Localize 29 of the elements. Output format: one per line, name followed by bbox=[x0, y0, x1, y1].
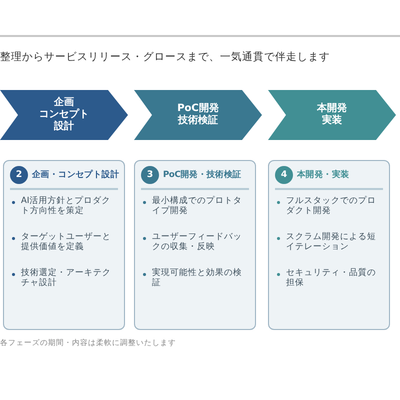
phase-card bbox=[3, 160, 125, 330]
phase-title: コンセプト bbox=[39, 109, 89, 120]
phase-banner bbox=[134, 90, 262, 140]
subtitle-text: 整理からサービスリリース・グロースまで、一気通貫で伴走します bbox=[0, 50, 330, 64]
phase-card bbox=[268, 160, 390, 330]
phase-banner bbox=[268, 90, 396, 140]
bullet-text: AI活用方針とプロダクト方向性を策定 bbox=[12, 197, 118, 217]
bullet-text: ユーザーフィードバックの収集・反映 bbox=[143, 233, 249, 253]
step-number: 4 bbox=[275, 166, 293, 184]
card-heading: 企画・コンセプト設計 bbox=[32, 169, 120, 181]
bullet-text: フルスタックでのプロダクト開発 bbox=[277, 197, 383, 217]
bullet-text: ターゲットユーザーと提供価値を定義 bbox=[12, 233, 118, 253]
bullet-text: スクラム開発による短イテレーション bbox=[277, 233, 383, 253]
phase-title: 本開発 bbox=[317, 103, 347, 114]
step-number: 3 bbox=[141, 166, 159, 184]
phase-card bbox=[134, 160, 256, 330]
phase-banner bbox=[0, 90, 128, 140]
bullet-text: 実現可能性と効果の検証 bbox=[143, 269, 249, 289]
card-heading: PoC開発・技術検証 bbox=[163, 169, 242, 181]
bullet-text: 技術選定・アーキテクチャ設計 bbox=[12, 269, 118, 289]
phase-title: 実装 bbox=[322, 115, 342, 127]
phase-title: 設計 bbox=[54, 121, 74, 133]
card-heading: 本開発・実装 bbox=[297, 169, 350, 181]
phase-title: PoC開発 bbox=[177, 103, 219, 114]
bullet-text: 最小構成でのプロトタイプ開発 bbox=[143, 197, 249, 217]
phase-title: 企画 bbox=[54, 97, 74, 108]
phase-title: 技術検証 bbox=[178, 115, 218, 127]
bullet-text: セキュリティ・品質の担保 bbox=[277, 269, 383, 289]
step-number: 2 bbox=[10, 166, 28, 184]
